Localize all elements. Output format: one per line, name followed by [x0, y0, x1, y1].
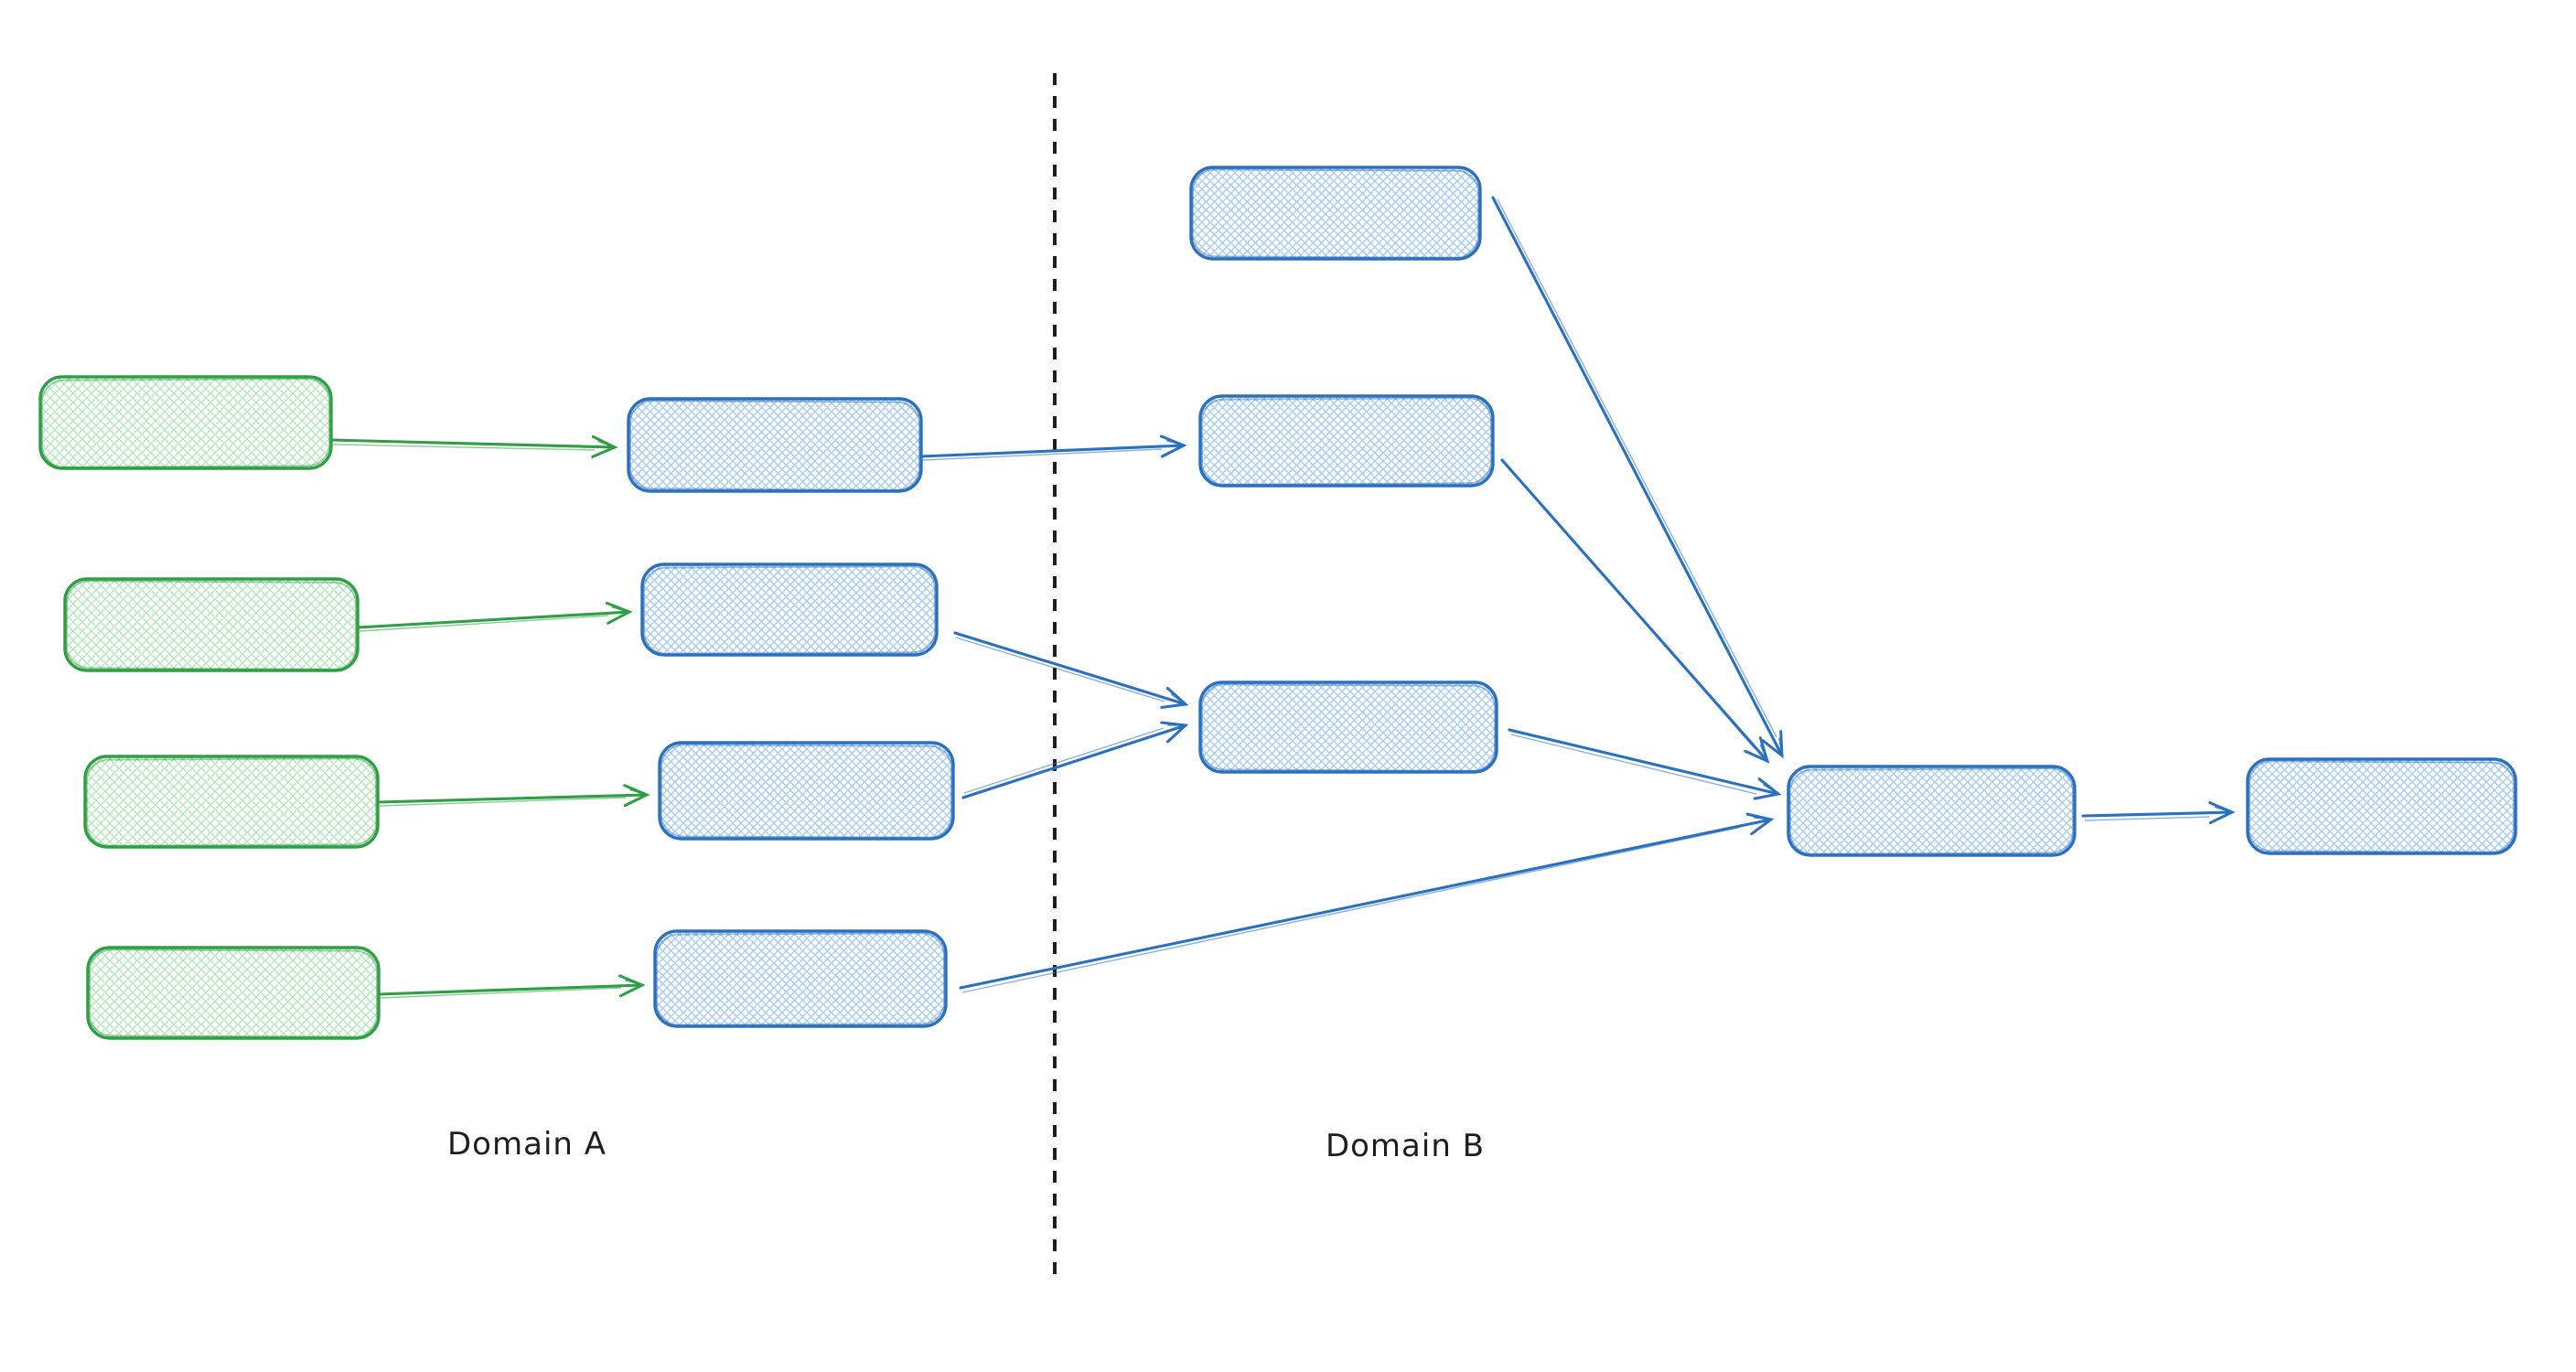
arrow-hub-to-output: [2081, 801, 2236, 825]
arrow-b-middle-to-hub: [1500, 458, 1770, 764]
domain-b-box-lower: [1198, 681, 1498, 774]
domain-a-label: Domain A: [447, 1126, 606, 1163]
domain-a-adapter-1: [627, 397, 923, 493]
arrow-adapter2-to-b-lower: [953, 631, 1189, 709]
domain-b-hub-box: [1787, 765, 2077, 857]
domain-b-box-middle: [1198, 394, 1495, 488]
domain-b-output-box: [2246, 757, 2517, 855]
domain-b-label: Domain B: [1326, 1128, 1485, 1164]
arrow-a4-to-adapter4: [377, 974, 646, 999]
arrow-a3-to-adapter3: [376, 784, 650, 808]
domain-a-adapter-2: [640, 563, 939, 657]
domain-a-adapter-3: [658, 741, 955, 841]
arrow-b-top-to-hub: [1491, 196, 1784, 759]
arrow-b-lower-to-hub: [1508, 728, 1782, 800]
arrow-adapter4-to-hub: [959, 812, 1775, 993]
domain-a-adapter-4: [653, 929, 948, 1028]
domain-a-box-2: [63, 577, 360, 672]
arrow-a2-to-adapter2: [356, 601, 633, 632]
arrow-adapter1-to-b-middle: [919, 434, 1187, 461]
domain-b-box-top: [1189, 166, 1482, 261]
arrow-a1-to-adapter1: [329, 434, 618, 458]
domain-a-box-4: [86, 946, 381, 1040]
arrow-adapter3-to-b-lower: [961, 721, 1189, 799]
domain-a-box-3: [83, 755, 380, 849]
domain-a-box-1: [38, 375, 333, 470]
